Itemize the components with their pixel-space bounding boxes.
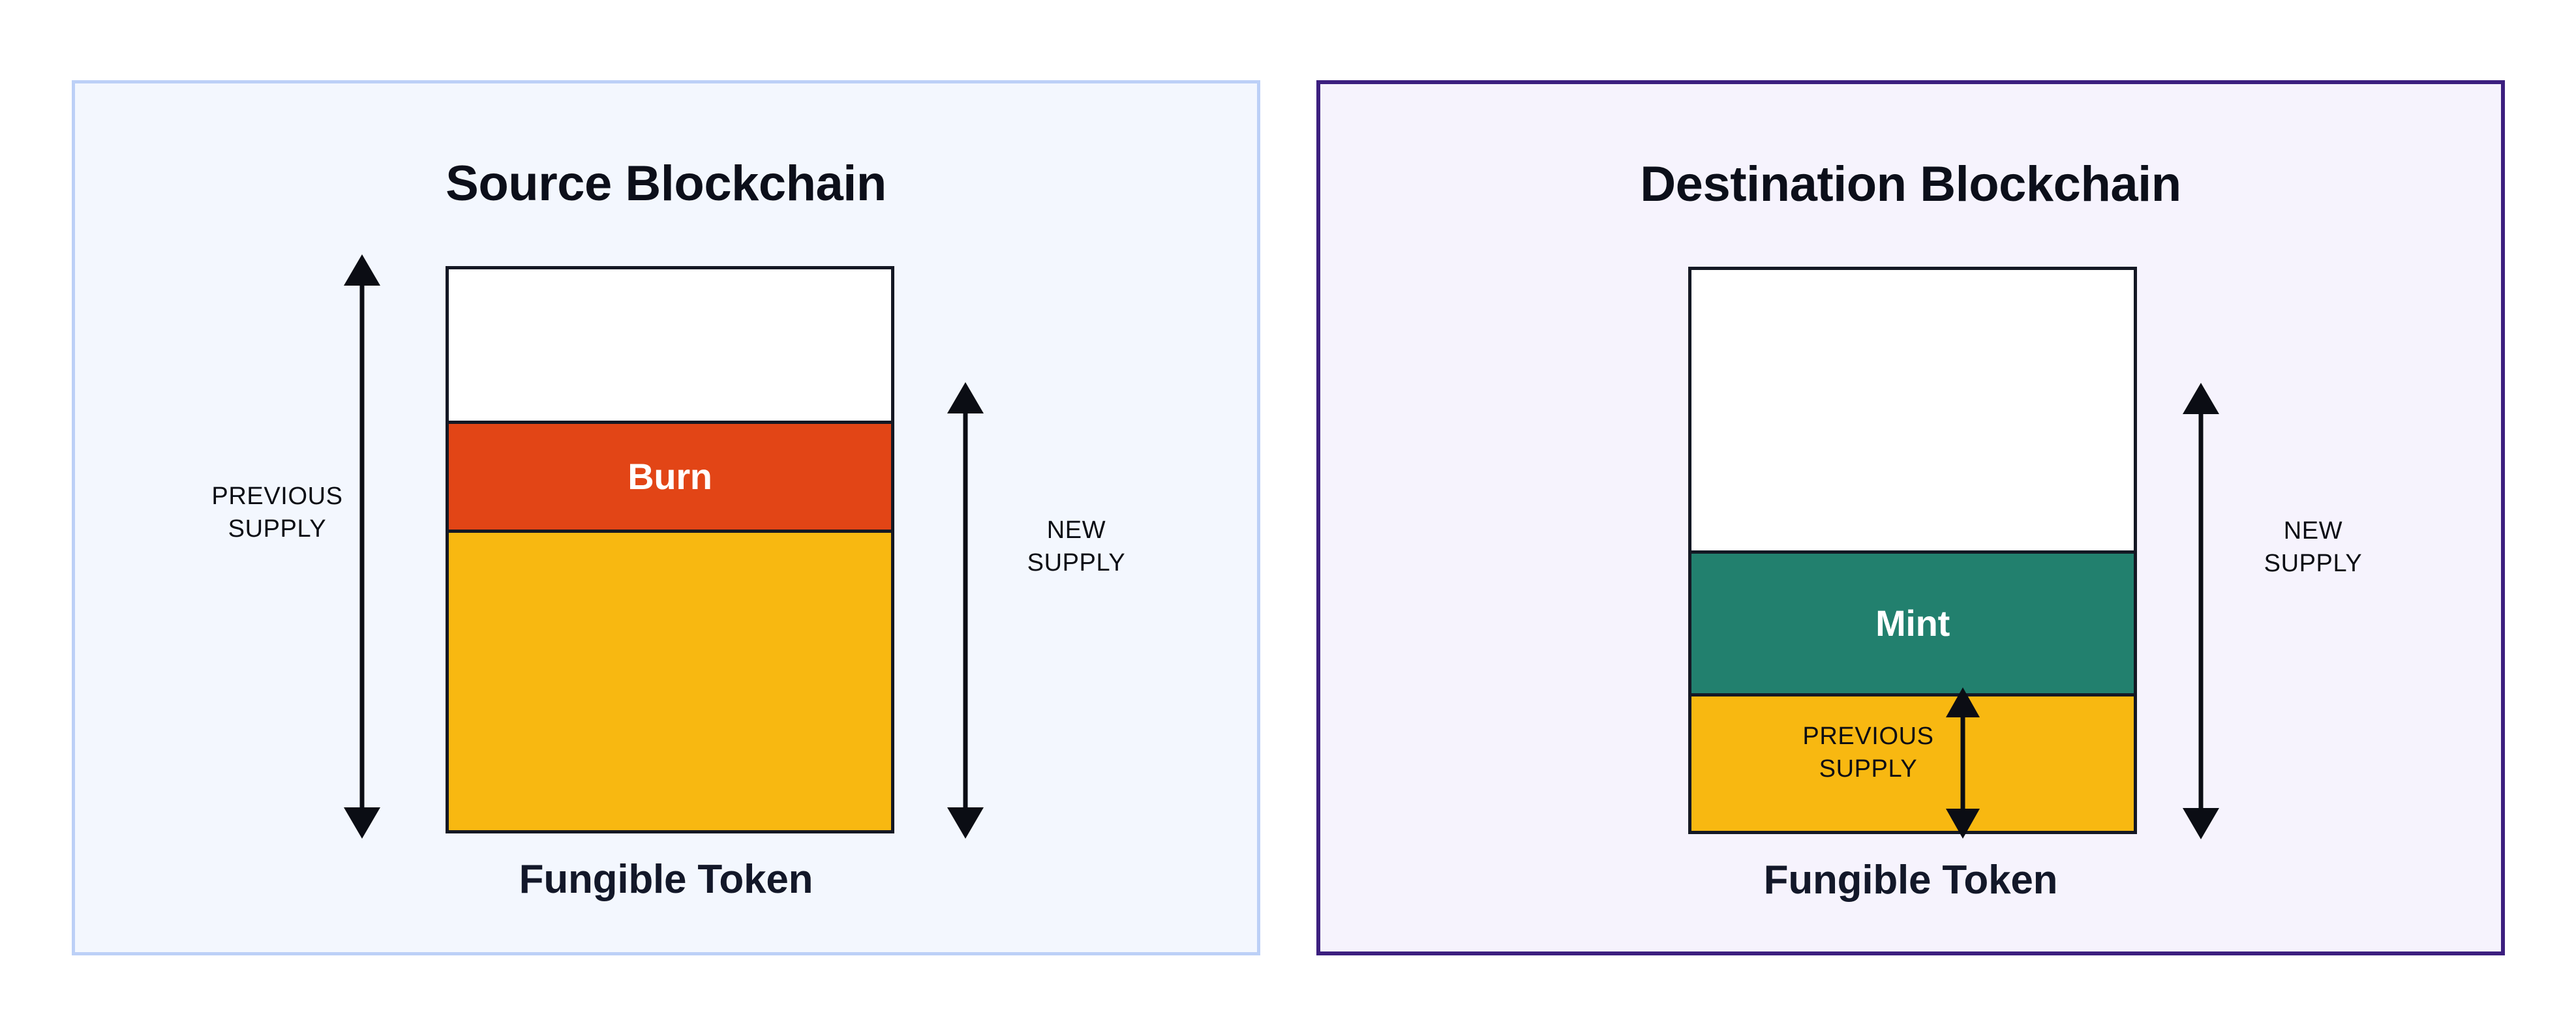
measure-label-previous-supply-destination: PREVIOUS SUPPLY xyxy=(1802,723,1934,783)
panel-destination-blockchain: Destination Blockchain Mint PREVIOUS SUP… xyxy=(1316,80,2505,955)
measure-arrow-new-supply-source xyxy=(946,382,985,839)
bar-segment-remaining-destination xyxy=(1691,696,2134,831)
bar-segment-mint: Mint xyxy=(1691,550,2134,696)
bar-segment-mint-label: Mint xyxy=(1875,602,1950,644)
bar-segment-remaining-source xyxy=(449,533,891,830)
measure-label-previous-supply-source: PREVIOUS SUPPLY xyxy=(211,483,343,543)
panel-footer-source: Fungible Token xyxy=(519,857,813,902)
token-supply-bar-destination: Mint xyxy=(1688,267,2137,834)
panel-footer-destination: Fungible Token xyxy=(1763,858,2058,903)
bar-segment-burn-label: Burn xyxy=(628,456,712,498)
panel-source-blockchain: Source Blockchain Burn PREVIOUS SUPPLY xyxy=(72,80,1260,955)
bar-segment-empty-destination xyxy=(1691,270,2134,550)
bar-segment-empty-source xyxy=(449,269,891,421)
measure-label-new-supply-source: NEW SUPPLY xyxy=(1027,516,1126,577)
measure-arrow-previous-supply-destination xyxy=(1943,687,1982,839)
measure-label-new-supply-destination: NEW SUPPLY xyxy=(2264,517,2363,578)
panel-title-source: Source Blockchain xyxy=(446,156,886,211)
token-supply-bar-source: Burn xyxy=(446,266,894,833)
panel-title-destination: Destination Blockchain xyxy=(1640,157,2181,212)
measure-arrow-new-supply-destination xyxy=(2181,383,2220,839)
bar-segment-burn: Burn xyxy=(449,421,891,533)
measure-arrow-previous-supply-source xyxy=(342,254,382,839)
